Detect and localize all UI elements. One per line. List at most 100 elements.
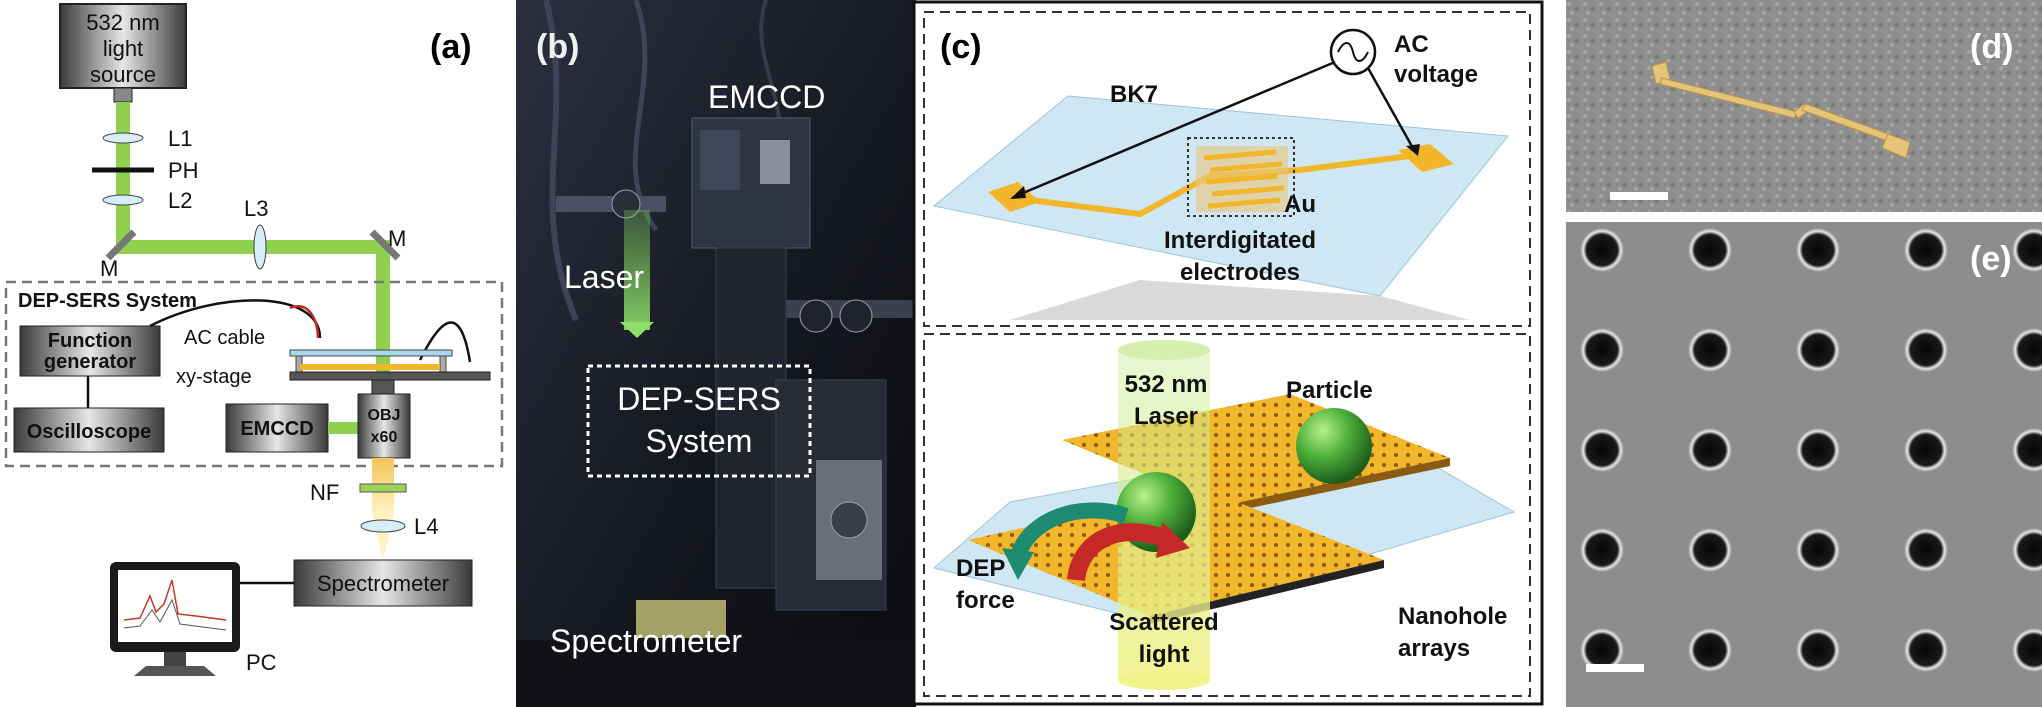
- nanohole: [1688, 528, 1732, 572]
- scattered-light-arrow: [1067, 523, 1172, 582]
- svg-text:electrodes: electrodes: [1180, 259, 1300, 286]
- nanohole: [1580, 528, 1624, 572]
- svg-text:Laser: Laser: [1134, 403, 1198, 430]
- panel-label-b: (b): [536, 28, 579, 66]
- nanohole: [2012, 528, 2042, 572]
- oscilloscope: [13, 407, 165, 453]
- svg-text:M: M: [100, 256, 118, 281]
- nanohole: [1904, 428, 1948, 472]
- scale-bar-e: [1586, 664, 1644, 672]
- nanohole: [2012, 628, 2042, 672]
- objective-lens: [357, 393, 411, 459]
- svg-text:System: System: [646, 423, 753, 459]
- svg-text:light: light: [1139, 641, 1190, 668]
- lens-l1: [102, 132, 144, 144]
- dep-sers-system-box: [4, 280, 504, 468]
- svg-text:OBJ: OBJ: [368, 407, 401, 424]
- svg-text:M: M: [388, 226, 406, 251]
- panel-a-setup-schematic: (a) 532 nm light source L1 PH L2 L3 M M …: [0, 0, 510, 707]
- nanohole-grid: [1580, 228, 2042, 672]
- svg-text:Au: Au: [1284, 191, 1316, 218]
- xy-stage: [289, 349, 491, 381]
- svg-text:PC: PC: [246, 650, 277, 675]
- svg-text:AC: AC: [1394, 31, 1429, 58]
- svg-text:generator: generator: [44, 351, 136, 373]
- nanohole: [1688, 428, 1732, 472]
- svg-text:L4: L4: [414, 514, 438, 539]
- nanohole: [2012, 428, 2042, 472]
- lens-l3: [253, 224, 267, 270]
- particle-upper: [1296, 408, 1372, 484]
- svg-text:force: force: [956, 587, 1015, 614]
- nanohole: [1796, 628, 1840, 672]
- nanohole: [1580, 628, 1624, 672]
- pc-monitor: [110, 562, 240, 676]
- svg-text:PH: PH: [168, 158, 199, 183]
- mirror-left: [105, 229, 137, 261]
- svg-text:Scattered: Scattered: [1109, 609, 1218, 636]
- nanohole: [1688, 228, 1732, 272]
- svg-text:L2: L2: [168, 188, 192, 213]
- light-source: 532 nm light source: [59, 3, 187, 103]
- nanohole: [1904, 228, 1948, 272]
- svg-text:L1: L1: [168, 126, 192, 151]
- nanohole: [1796, 528, 1840, 572]
- svg-text:Interdigitated: Interdigitated: [1164, 227, 1316, 254]
- svg-text:Laser: Laser: [564, 259, 644, 295]
- nanohole: [1580, 428, 1624, 472]
- emccd-camera: [225, 403, 329, 453]
- panel-e-nanohole-micrograph: (e): [1566, 222, 2042, 707]
- svg-text:Oscilloscope: Oscilloscope: [27, 421, 152, 443]
- mirror-right: [369, 229, 401, 261]
- svg-text:arrays: arrays: [1398, 635, 1470, 662]
- panel-b-setup-photo: (b) EMCCD Laser DEP-SERS System Spectrom…: [516, 0, 916, 707]
- svg-text:Spectrometer: Spectrometer: [550, 623, 742, 659]
- svg-text:NF: NF: [310, 480, 339, 505]
- nanohole: [1904, 628, 1948, 672]
- svg-text:EMCCD: EMCCD: [240, 418, 313, 440]
- svg-text:Function: Function: [48, 330, 132, 352]
- nanohole: [1904, 328, 1948, 372]
- panel-label-a: (a): [430, 28, 472, 66]
- svg-text:light: light: [103, 36, 143, 61]
- nanohole: [1580, 228, 1624, 272]
- interdigitated-electrodes: [1187, 137, 1295, 217]
- nanohole: [2012, 328, 2042, 372]
- scale-bar-d: [1610, 192, 1668, 200]
- svg-text:DEP-SERS: DEP-SERS: [617, 381, 781, 417]
- svg-text:DEP-SERS System: DEP-SERS System: [18, 290, 197, 312]
- dep-sers-system-outline: [586, 364, 812, 478]
- panel-label-e: (e): [1970, 240, 2012, 278]
- nanohole: [1796, 328, 1840, 372]
- nanohole: [1580, 328, 1624, 372]
- svg-text:AC cable: AC cable: [184, 327, 265, 349]
- electrode-structure: [1651, 61, 1911, 159]
- svg-text:source: source: [90, 62, 156, 87]
- svg-text:voltage: voltage: [1394, 61, 1478, 88]
- nanohole: [1688, 628, 1732, 672]
- svg-text:532 nm: 532 nm: [1125, 371, 1208, 398]
- laser-beam: [624, 210, 650, 330]
- lens-l4: [360, 519, 406, 533]
- svg-text:Nanohole: Nanohole: [1398, 603, 1507, 630]
- spectrometer: [293, 559, 473, 607]
- panel-d-electrode-micrograph: (d): [1566, 0, 2042, 212]
- nanohole: [1688, 328, 1732, 372]
- panel-c-device-schematic: (c) AC voltage BK7 Au Interdigitated ele…: [910, 0, 1550, 707]
- svg-text:EMCCD: EMCCD: [708, 79, 825, 115]
- svg-text:BK7: BK7: [1110, 81, 1158, 108]
- svg-text:L3: L3: [244, 196, 268, 221]
- svg-text:Particle: Particle: [1286, 377, 1373, 404]
- svg-text:Spectrometer: Spectrometer: [317, 571, 449, 596]
- notch-filter: [359, 483, 407, 493]
- lens-l2: [102, 194, 144, 206]
- svg-text:xy-stage: xy-stage: [176, 366, 252, 388]
- svg-text:532 nm: 532 nm: [86, 10, 159, 35]
- nanohole: [1796, 228, 1840, 272]
- nanohole: [1904, 528, 1948, 572]
- svg-text:x60: x60: [371, 429, 398, 446]
- nanohole: [1796, 428, 1840, 472]
- dep-force-arrow: [1010, 502, 1129, 559]
- function-generator: [19, 325, 161, 377]
- panel-label-c: (c): [940, 28, 982, 66]
